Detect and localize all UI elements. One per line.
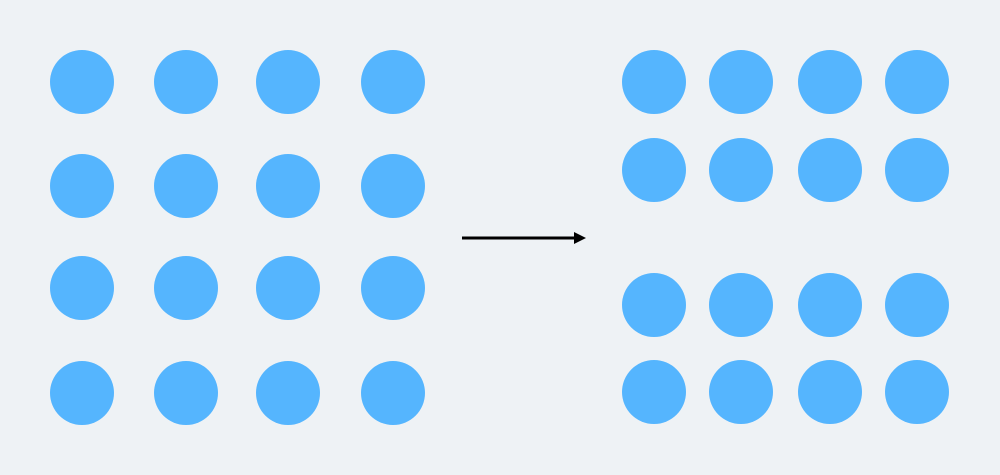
arrow-right-icon bbox=[462, 232, 586, 244]
after-dot bbox=[885, 50, 949, 114]
before-dot bbox=[50, 154, 114, 218]
before-dot bbox=[256, 154, 320, 218]
after-dot bbox=[622, 138, 686, 202]
after-dot bbox=[798, 273, 862, 337]
after-dot bbox=[885, 360, 949, 424]
after-dot bbox=[709, 138, 773, 202]
before-dot bbox=[361, 50, 425, 114]
before-dot bbox=[361, 154, 425, 218]
after-dot bbox=[709, 360, 773, 424]
before-dot bbox=[256, 50, 320, 114]
after-dot bbox=[622, 273, 686, 337]
after-dot bbox=[622, 360, 686, 424]
after-dot bbox=[622, 50, 686, 114]
before-dot bbox=[154, 50, 218, 114]
before-dot bbox=[154, 154, 218, 218]
before-dot bbox=[50, 50, 114, 114]
before-dot bbox=[361, 361, 425, 425]
after-dot bbox=[709, 273, 773, 337]
before-dot bbox=[361, 256, 425, 320]
after-dot bbox=[798, 360, 862, 424]
before-dot bbox=[154, 361, 218, 425]
after-dot bbox=[885, 138, 949, 202]
after-dot bbox=[709, 50, 773, 114]
before-dot bbox=[256, 361, 320, 425]
before-dot bbox=[50, 256, 114, 320]
after-dot bbox=[798, 50, 862, 114]
before-dot bbox=[50, 361, 114, 425]
before-dot bbox=[256, 256, 320, 320]
after-dot bbox=[798, 138, 862, 202]
before-dot bbox=[154, 256, 218, 320]
after-dot bbox=[885, 273, 949, 337]
